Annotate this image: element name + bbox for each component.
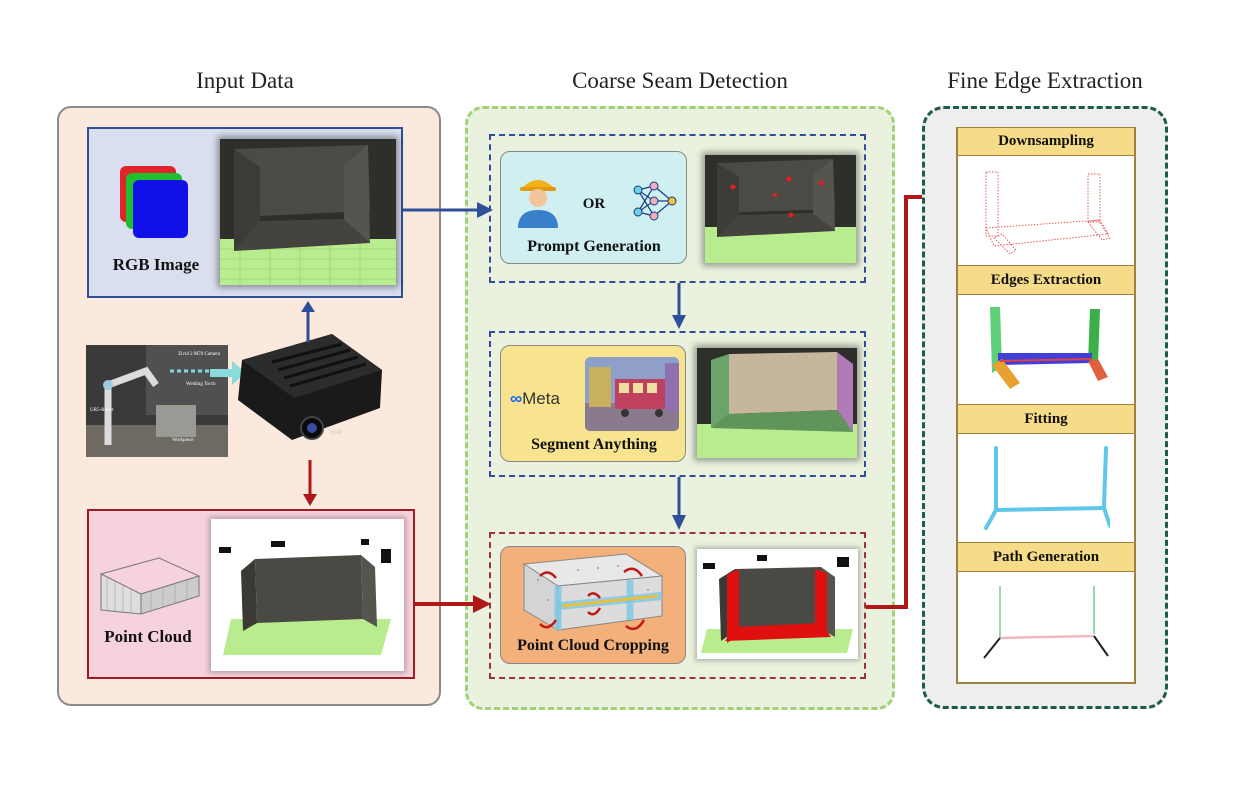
- cropping-wireframe-icon: [522, 553, 664, 631]
- cropping-row-box: [489, 532, 866, 679]
- human-worker-icon: [518, 180, 558, 228]
- meta-infinity-icon: ∞: [510, 389, 523, 408]
- cropped-seam-photo: [697, 549, 858, 659]
- arrow-rgb-to-prompt: [403, 202, 493, 218]
- prompt-generation-card: [500, 151, 687, 264]
- point-cloud-wireframe-icon: [99, 557, 201, 615]
- downsampling-section: Downsampling: [958, 128, 1134, 265]
- downsampling-visual: [985, 171, 1111, 255]
- meta-logo: ∞Meta: [510, 389, 560, 409]
- sam-example-image: [585, 357, 679, 431]
- meta-label: Meta: [522, 389, 560, 408]
- point-cloud-label: Point Cloud: [104, 627, 192, 646]
- robot-name-label: UR5-Robot: [90, 408, 114, 413]
- zivid-camera-icon: zivid: [238, 334, 382, 440]
- point-cloud-photo: [211, 519, 404, 671]
- prompt-generation-label: Prompt Generation: [527, 238, 661, 255]
- input-data-title: Input Data: [196, 68, 294, 93]
- downsampling-header: Downsampling: [958, 128, 1134, 156]
- robot-camera-label: Zivid 2 M70 Camera: [178, 352, 221, 357]
- camera-arrow: [210, 361, 246, 385]
- prompt-points-photo: [705, 155, 856, 263]
- segment-anything-label: Segment Anything: [531, 436, 657, 453]
- arrow-segment-to-cropping: [672, 477, 686, 530]
- segmented-photo: [697, 348, 857, 458]
- coarse-seam-detection-title: Coarse Seam Detection: [572, 68, 788, 93]
- arrow-prompt-to-segment: [672, 283, 686, 329]
- arrow-camera-to-pointcloud: [303, 460, 317, 506]
- edges-extraction-section: Edges Extraction: [958, 265, 1134, 404]
- rgb-image-label: RGB Image: [112, 255, 200, 274]
- robot-setup-photo: Zivid 2 M70 Camera Welding Torch UR5-Rob…: [86, 345, 228, 457]
- neural-network-icon: [633, 181, 677, 221]
- or-label: OR: [582, 196, 606, 212]
- robot-workpiece-label: Workpiece: [172, 438, 194, 443]
- fine-edge-extraction-title: Fine Edge Extraction: [947, 68, 1143, 93]
- arrow-camera-to-rgb: [301, 301, 315, 342]
- path-generation-visual: [983, 586, 1109, 659]
- fitting-visual: [984, 446, 1110, 530]
- path-generation-section: Path Generation: [958, 542, 1134, 683]
- robot-torch-label: Welding Torch: [186, 382, 216, 387]
- point-cloud-cropping-label: Point Cloud Cropping: [517, 637, 669, 654]
- rgb-layers-icon: [120, 166, 188, 238]
- fitting-section: Fitting: [958, 404, 1134, 542]
- rgb-workpiece-photo: [220, 139, 396, 285]
- edges-extraction-header: Edges Extraction: [958, 265, 1134, 295]
- path-generation-header: Path Generation: [958, 542, 1134, 572]
- camera-brand-text: zivid: [330, 430, 342, 436]
- edges-extraction-visual: [990, 307, 1108, 389]
- segment-row-box: [489, 331, 866, 477]
- fitting-header: Fitting: [958, 404, 1134, 434]
- arrow-pointcloud-to-cropping: [415, 595, 491, 613]
